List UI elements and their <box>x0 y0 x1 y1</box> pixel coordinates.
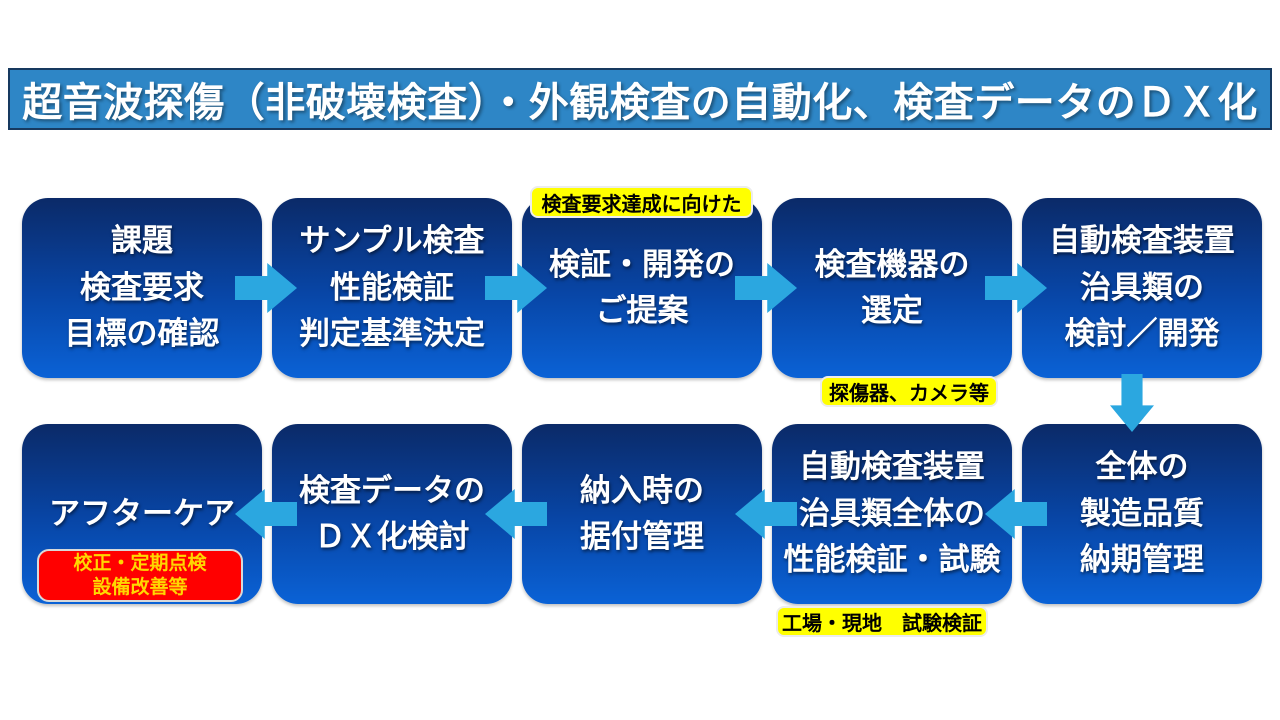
step-performance-testing: 自動検査装置 治具類全体の 性能検証・試験 <box>772 424 1012 604</box>
step-dx-study-text: 検査データの ＤＸ化検討 <box>299 472 485 555</box>
label-equipment-examples: 探傷器、カメラ等 <box>820 376 998 407</box>
step-equipment-selection: 検査機器の 選定 <box>772 198 1012 378</box>
title-banner: 超音波探傷（非破壊検査）・外観検査の自動化、検査データのＤＸ化 <box>8 68 1272 130</box>
step-proposal: 検証・開発の ご提案 <box>522 198 762 378</box>
step-device-development-text: 自動検査装置 治具類の 検討／開発 <box>1049 223 1235 352</box>
step-goal-confirmation: 課題 検査要求 目標の確認 <box>22 198 262 378</box>
step-equipment-selection-text: 検査機器の 選定 <box>814 246 970 329</box>
step-installation-management-text: 納入時の 据付管理 <box>580 472 704 555</box>
label-inspection-goal: 検査要求達成に向けた <box>530 186 753 218</box>
step-installation-management: 納入時の 据付管理 <box>522 424 762 604</box>
step-proposal-text: 検証・開発の ご提案 <box>549 246 735 329</box>
step-goal-confirmation-text: 課題 検査要求 目標の確認 <box>64 223 220 352</box>
step-quality-delivery-management: 全体の 製造品質 納期管理 <box>1022 424 1262 604</box>
step-sample-inspection-text: サンプル検査 性能検証 判定基準決定 <box>299 223 485 352</box>
badge-aftercare-details: 校正・定期点検 設備改善等 <box>37 549 243 602</box>
step-performance-testing-text: 自動検査装置 治具類全体の 性能検証・試験 <box>783 449 1001 578</box>
step-quality-delivery-management-text: 全体の 製造品質 納期管理 <box>1080 449 1204 578</box>
step-aftercare-text: アフターケア <box>49 495 235 531</box>
slide-title: 超音波探傷（非破壊検査）・外観検査の自動化、検査データのＤＸ化 <box>22 81 1258 125</box>
step-dx-study: 検査データの ＤＸ化検討 <box>272 424 512 604</box>
label-factory-site-testing: 工場・現地 試験検証 <box>776 606 988 637</box>
step-device-development: 自動検査装置 治具類の 検討／開発 <box>1022 198 1262 378</box>
step-sample-inspection: サンプル検査 性能検証 判定基準決定 <box>272 198 512 378</box>
